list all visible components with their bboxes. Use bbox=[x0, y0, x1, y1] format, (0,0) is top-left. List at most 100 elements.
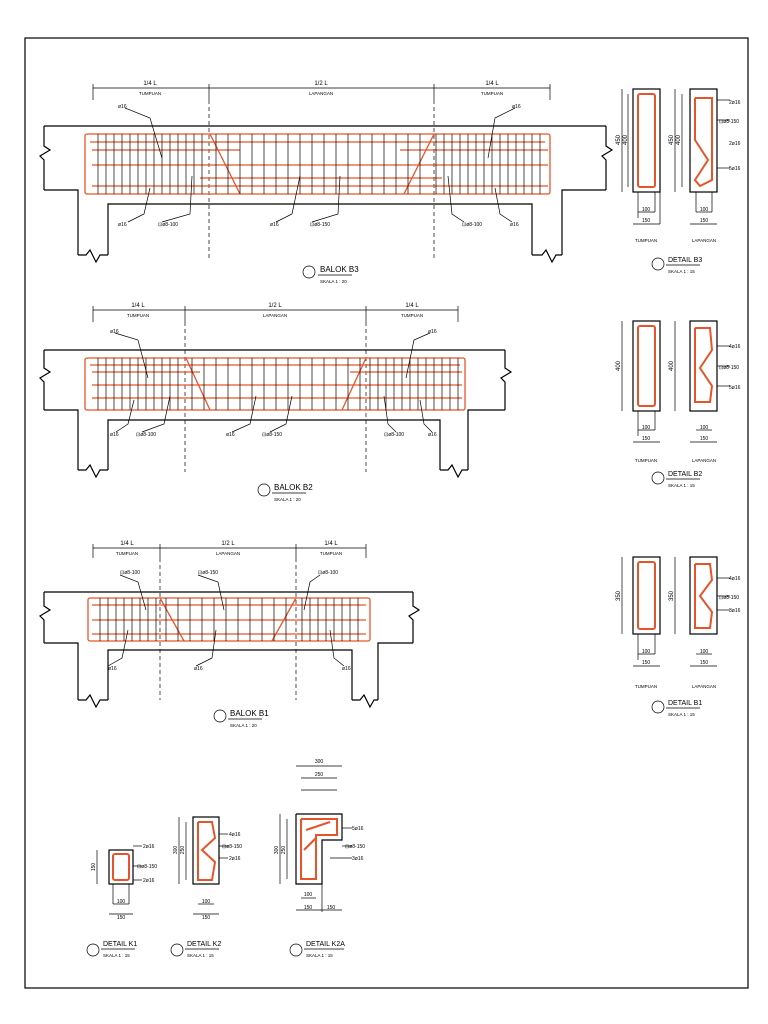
detail-b3-midspan-label: LAPANGAN bbox=[692, 238, 716, 243]
detail-b2-stirrup: ⊡ø8-150 bbox=[719, 365, 739, 371]
detail-k2a-scale: SKALA 1 : 15 bbox=[306, 953, 333, 958]
beam-b2-half: 1/2 L bbox=[268, 303, 282, 309]
detail-k2a-h2: 250 bbox=[281, 846, 287, 855]
beam-b2-outline bbox=[39, 349, 513, 479]
detail-k1-bar2: 2ø16 bbox=[143, 878, 155, 884]
beam-b3-bar-label-2: ø16 bbox=[512, 104, 521, 110]
beam-b2-bar-label-3: ø16 bbox=[110, 432, 119, 438]
detail-b2-support-w1: 100 bbox=[642, 425, 651, 431]
detail-k2-section: 300 250 4ø16 ⊡ø8-150 2ø16 100 150 DETAIL… bbox=[170, 816, 242, 958]
beam-b3-title: BALOK B3 bbox=[320, 265, 359, 274]
detail-b3-top-bars: 2ø16 bbox=[729, 100, 741, 106]
detail-b2-midspan-label: LAPANGAN bbox=[692, 458, 716, 463]
detail-k2-h2: 250 bbox=[180, 846, 186, 855]
detail-b2-bubble bbox=[651, 471, 665, 485]
detail-b1-scale: SKALA 1 : 15 bbox=[668, 712, 695, 717]
beam-b3-scale: SKALA 1 : 20 bbox=[320, 279, 347, 284]
beam-b1-support-left: TUMPUAN bbox=[116, 551, 138, 556]
detail-b1-support-w1: 100 bbox=[642, 649, 651, 655]
beam-b3-leaders bbox=[124, 107, 516, 223]
beam-b2-stirrups bbox=[97, 358, 459, 410]
detail-b1-mid-h1: 350 bbox=[669, 590, 675, 601]
detail-k2a-top1: 300 bbox=[315, 759, 324, 765]
beam-b3-dimension bbox=[92, 84, 551, 260]
beam-b1-stirrups bbox=[99, 598, 359, 641]
detail-b3-mid-h2: 400 bbox=[676, 134, 682, 145]
detail-b1-midspan-label: LAPANGAN bbox=[692, 684, 716, 689]
detail-k1-h: 150 bbox=[91, 863, 97, 872]
beam-b2-title: BALOK B2 bbox=[274, 483, 313, 492]
detail-b3-mid-w2: 150 bbox=[700, 218, 709, 224]
detail-b3-support-h2: 400 bbox=[623, 134, 629, 145]
detail-b2-support-label: TUMPUAN bbox=[635, 458, 657, 463]
beam-b1-scale: SKALA 1 : 20 bbox=[230, 723, 257, 728]
beam-b1-dimension bbox=[92, 544, 367, 700]
beam-b1-support-right: TUMPUAN bbox=[320, 551, 342, 556]
detail-k2a-h1: 300 bbox=[274, 846, 280, 855]
beam-b3-bar-label-3: ø16 bbox=[118, 222, 127, 228]
detail-b3-support-w1: 100 bbox=[642, 207, 651, 213]
detail-k2a-title: DETAIL K2A bbox=[306, 941, 345, 948]
beam-b2-support-left: TUMPUAN bbox=[127, 313, 149, 318]
detail-k2a-top2: 250 bbox=[315, 772, 324, 778]
beam-b1-half: 1/2 L bbox=[221, 541, 235, 547]
detail-b1-support-h1: 350 bbox=[616, 590, 622, 601]
detail-k2-stirrup: ⊡ø8-150 bbox=[222, 844, 242, 850]
beam-b3-stirrup-label-3: ⊡ø8-100 bbox=[462, 222, 482, 228]
detail-b2-mid-h1: 400 bbox=[669, 360, 675, 371]
detail-b2-support-h1: 400 bbox=[616, 360, 622, 371]
sheet-border bbox=[24, 37, 749, 989]
detail-b3-title: DETAIL B3 bbox=[668, 257, 702, 264]
detail-b2-top-bars: 4ø16 bbox=[729, 344, 741, 350]
beam-b3-stirrup-label-1: ⊡ø8-100 bbox=[158, 222, 178, 228]
detail-b1-section: 350 100 150 TUMPUAN 350 4ø16 ⊡ø8-150 3ø1… bbox=[616, 556, 741, 717]
detail-b3-mid-w1: 100 bbox=[700, 207, 709, 213]
detail-b2-mid-w1: 100 bbox=[700, 425, 709, 431]
beam-b1-elevation: 1/4 L 1/2 L 1/4 L TUMPUAN LAPANGAN TUMPU… bbox=[39, 541, 421, 728]
detail-b1-mid-w2: 150 bbox=[700, 660, 709, 666]
detail-k1-scale: SKALA 1 : 15 bbox=[103, 953, 130, 958]
detail-k2-w1: 100 bbox=[202, 899, 211, 905]
detail-b1-stirrup: ⊡ø8-150 bbox=[719, 595, 739, 601]
detail-k2-h1: 300 bbox=[173, 846, 179, 855]
beam-b1-quarter-right: 1/4 L bbox=[324, 541, 338, 547]
detail-b2-section: 400 100 150 TUMPUAN 400 4ø16 ⊡ø8-150 5ø1… bbox=[616, 320, 741, 488]
detail-k2-scale: SKALA 1 : 15 bbox=[187, 953, 214, 958]
detail-b2-title: DETAIL B2 bbox=[668, 471, 702, 478]
beam-b2-rebar bbox=[84, 357, 466, 411]
beam-b2-bar-label-5: ø16 bbox=[428, 432, 437, 438]
detail-b1-top-bars: 4ø16 bbox=[729, 576, 741, 582]
beam-b3-bar-label-4: ø16 bbox=[270, 222, 279, 228]
detail-k1-stirrup: ⊡ø8-150 bbox=[137, 864, 157, 870]
detail-b2-support-w2: 150 bbox=[642, 436, 651, 442]
detail-k2-bubble bbox=[170, 943, 184, 957]
detail-b3-mid-top2: 2ø16 bbox=[729, 141, 741, 147]
beam-b2-bar-label-2: ø16 bbox=[428, 329, 437, 335]
detail-k2a-w2: 150 bbox=[304, 905, 313, 911]
beam-b2-quarter-left: 1/4 L bbox=[131, 303, 145, 309]
detail-b3-support-label: TUMPUAN bbox=[635, 238, 657, 243]
detail-b2-mid-w2: 150 bbox=[700, 436, 709, 442]
detail-k1-w1: 100 bbox=[117, 899, 126, 905]
detail-k2a-bar2: 3ø16 bbox=[352, 856, 364, 862]
beam-b2-midspan: LAPANGAN bbox=[263, 313, 287, 318]
beam-b1-leaders bbox=[107, 574, 345, 667]
detail-b3-scale: SKALA 1 : 15 bbox=[668, 269, 695, 274]
detail-b3-support-section bbox=[632, 88, 661, 193]
detail-k1-bubble bbox=[86, 943, 100, 957]
beam-b2-stirrup-label-3: ⊡ø8-100 bbox=[384, 432, 404, 438]
beam-b2-leaders bbox=[114, 332, 433, 433]
beam-b2-stirrup-label-1: ⊡ø8-100 bbox=[136, 432, 156, 438]
beam-b1-stirrup-label-2: ⊡ø8-150 bbox=[198, 570, 218, 576]
detail-b3-bubble bbox=[651, 257, 665, 271]
beam-b2-elevation: 1/4 L 1/2 L 1/4 L TUMPUAN LAPANGAN TUMPU… bbox=[39, 303, 513, 502]
detail-b1-title: DETAIL B1 bbox=[668, 700, 702, 707]
beam-b3-title-bubble bbox=[302, 265, 316, 279]
beam-b1-stirrup-label-3: ⊡ø8-100 bbox=[318, 570, 338, 576]
detail-k1-bar1: 2ø16 bbox=[143, 844, 155, 850]
beam-b3-quarter-right: 1/4 L bbox=[485, 81, 499, 87]
beam-b3-support-right: TUMPUAN bbox=[481, 91, 503, 96]
detail-k1-title: DETAIL K1 bbox=[103, 941, 137, 948]
detail-k2a-bar1: 5ø16 bbox=[352, 826, 364, 832]
